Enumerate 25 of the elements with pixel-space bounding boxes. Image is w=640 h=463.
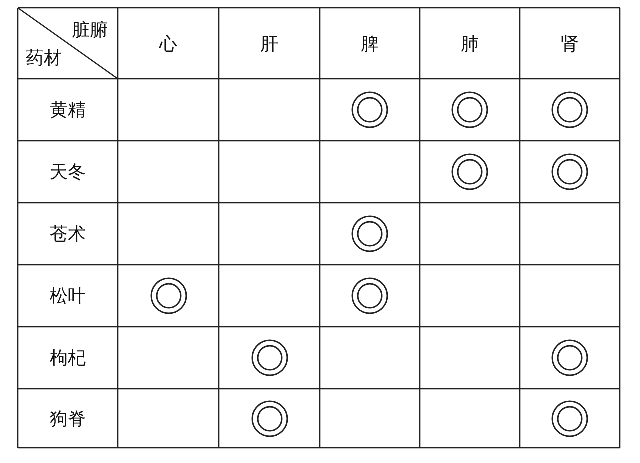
row-header: 狗脊 xyxy=(50,408,86,430)
double-circle-mark xyxy=(551,339,589,377)
double-circle-mark xyxy=(551,153,589,191)
row-header: 松叶 xyxy=(50,285,86,308)
double-circle-mark xyxy=(451,153,489,191)
double-circle-mark xyxy=(351,277,389,315)
column-header: 肝 xyxy=(260,32,278,56)
row-header: 苍术 xyxy=(50,223,86,246)
row-header: 黄精 xyxy=(50,99,86,122)
double-circle-mark xyxy=(551,400,589,438)
column-header: 脾 xyxy=(361,32,379,56)
column-header: 肾 xyxy=(561,32,579,56)
column-header: 脏腑 xyxy=(72,19,108,42)
row-header: 天冬 xyxy=(50,161,86,184)
row-header: 枸杞 xyxy=(50,347,86,370)
column-header: 心 xyxy=(160,32,178,56)
column-header: 肺 xyxy=(461,32,479,56)
double-circle-mark xyxy=(551,91,589,129)
double-circle-mark xyxy=(250,400,288,438)
double-circle-mark xyxy=(150,277,188,315)
double-circle-mark xyxy=(351,215,389,253)
row-header: 药材 xyxy=(26,47,62,70)
double-circle-mark xyxy=(250,339,288,377)
double-circle-mark xyxy=(351,91,389,129)
double-circle-mark xyxy=(451,91,489,129)
